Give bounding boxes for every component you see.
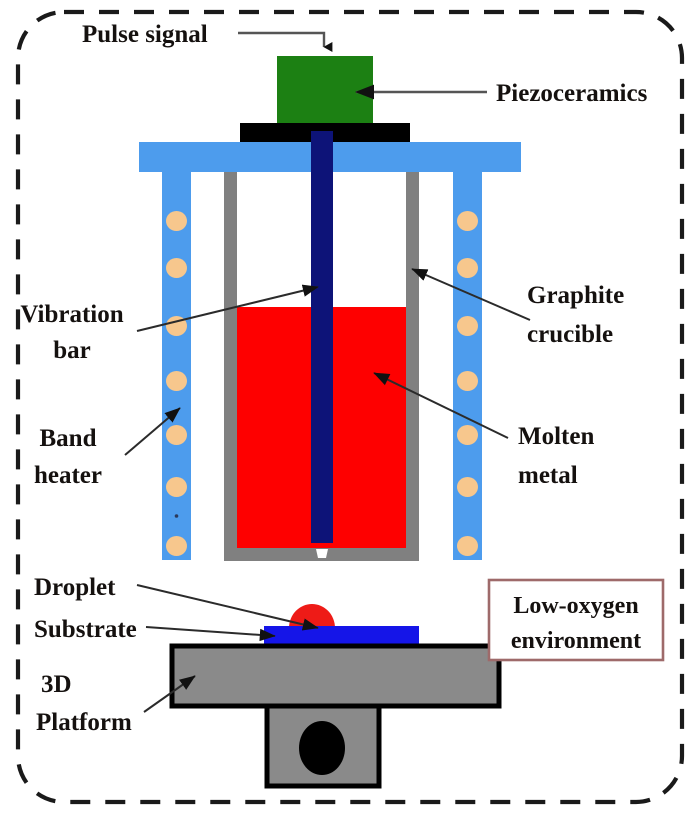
label-3d-platform-line1: 3D <box>41 671 72 698</box>
heater-element-dot <box>174 514 179 518</box>
3d-platform <box>169 643 502 789</box>
heater-element-dot <box>457 211 478 231</box>
leader-vibration-bar <box>136 284 319 332</box>
heater-element-dot <box>457 536 478 556</box>
heater-element-dot <box>166 371 187 391</box>
leader-substrate <box>145 626 276 642</box>
label-environment-line1: Low-oxygen <box>513 593 638 619</box>
low-oxygen-environment-box <box>487 578 665 662</box>
label-molten-metal-line1: Molten <box>518 423 594 450</box>
substrate <box>264 626 419 644</box>
leader-3d-platform <box>143 675 196 713</box>
crucible-wall-right <box>406 172 419 560</box>
heater-element-dot <box>166 536 187 556</box>
label-molten-metal-line2: metal <box>518 462 578 489</box>
leader-molten-metal <box>373 372 509 439</box>
label-piezoceramics: Piezoceramics <box>496 80 648 107</box>
leader-droplet <box>136 584 319 631</box>
label-graphite-crucible: Graphite crucible <box>527 282 624 348</box>
label-droplet: Droplet <box>34 574 116 601</box>
label-graphite-crucible-line2: crucible <box>527 321 613 348</box>
label-band-heater: Band heater <box>34 425 102 489</box>
label-3d-platform-line2: Platform <box>36 709 132 736</box>
label-molten-metal: Molten metal <box>518 423 594 489</box>
platform-hole <box>299 721 345 775</box>
low-oxygen-enclosure-border <box>15 9 685 805</box>
band-heater-assembly <box>139 142 521 560</box>
heater-element-dot <box>166 211 187 231</box>
label-vibration-bar-line1: Vibration <box>20 301 123 328</box>
label-substrate: Substrate <box>34 616 137 643</box>
heater-element-dot <box>457 258 478 278</box>
leader-graphite-crucible <box>411 268 531 321</box>
nozzle-orifice <box>316 549 328 558</box>
leader-pulse-signal <box>238 31 333 52</box>
label-environment-line2: environment <box>511 628 641 654</box>
crucible-wall-left <box>224 172 237 560</box>
heater-element-dot <box>457 371 478 391</box>
leader-band-heater <box>124 407 181 456</box>
label-band-heater-line1: Band <box>40 425 97 452</box>
heater-element-dot <box>457 425 478 445</box>
platform-table <box>169 643 502 709</box>
vibration-bar <box>311 131 333 543</box>
label-vibration-bar-line2: bar <box>53 337 91 364</box>
label-graphite-crucible-line1: Graphite <box>527 282 624 309</box>
label-vibration-bar: Vibration bar <box>20 301 123 364</box>
heater-element-dot <box>457 316 478 336</box>
heater-element-dot <box>166 258 187 278</box>
label-pulse-signal: Pulse signal <box>82 21 208 48</box>
heater-element-dot <box>166 425 187 445</box>
heater-element-dot <box>166 477 187 497</box>
label-band-heater-line2: heater <box>34 462 102 489</box>
label-low-oxygen-environment: Low-oxygen environment <box>511 593 641 654</box>
droplet <box>289 604 335 628</box>
label-3d-platform: 3D Platform <box>36 671 132 736</box>
heater-element-dot <box>457 477 478 497</box>
